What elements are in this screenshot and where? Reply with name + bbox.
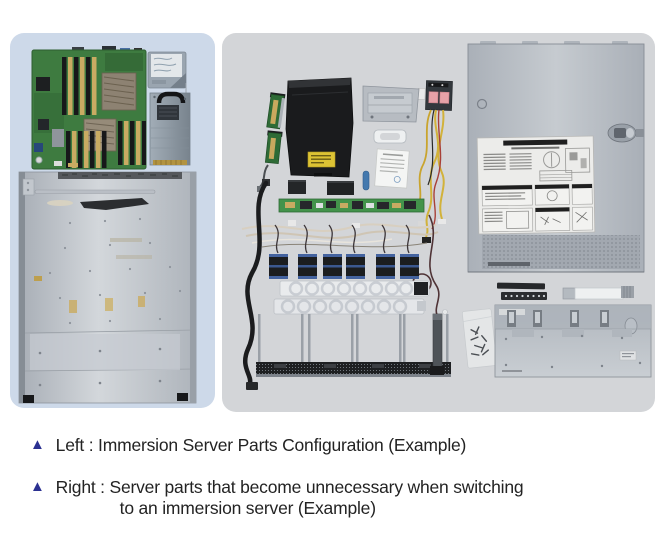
cover-latch <box>607 123 644 143</box>
latch-bracket <box>562 286 634 300</box>
caption-line: Left : Immersion Server Parts Configurat… <box>55 435 467 455</box>
triangle-bullet-icon: ▲ <box>30 478 45 495</box>
rail-strip-1 <box>496 282 546 290</box>
unnecessary-parts-image <box>241 41 652 390</box>
left-photo-panel <box>10 33 215 408</box>
drive-tray <box>306 314 356 377</box>
motherboard <box>31 46 147 170</box>
triangle-bullet-icon: ▲ <box>30 436 45 453</box>
black-power-cable <box>242 179 270 390</box>
fan-module <box>346 224 365 279</box>
instruction-paper <box>374 148 410 189</box>
cable-harness <box>241 220 439 248</box>
ssd <box>147 51 187 89</box>
handle-bracket <box>373 129 407 144</box>
riser-card-2 <box>264 130 283 165</box>
right-photo-panel <box>222 33 655 412</box>
fan-cage <box>273 280 430 315</box>
air-shroud <box>285 77 354 178</box>
caption-right: ▲ Right : Server parts that become unnec… <box>30 477 524 519</box>
fan-module <box>298 224 317 279</box>
rear-panel <box>494 304 652 378</box>
service-label <box>476 135 596 235</box>
caption-line: to an immersion server (Example) <box>119 498 376 518</box>
drive-trays <box>256 314 451 377</box>
mounting-bracket <box>362 85 420 123</box>
caption-left: ▲ Left : Immersion Server Parts Configur… <box>30 435 466 456</box>
drive-tray <box>354 314 404 377</box>
caption-line: Right : Server parts that become unneces… <box>55 477 524 497</box>
small-clip <box>442 309 448 315</box>
fan-module <box>400 224 419 279</box>
fan-module <box>323 224 342 279</box>
power-supply-unit <box>149 83 191 166</box>
caption-right-text: Right : Server parts that become unneces… <box>56 477 524 519</box>
foam-pad-1 <box>288 180 306 194</box>
drive-tray <box>256 314 306 377</box>
power-distribution-board <box>417 80 453 111</box>
cooling-fans <box>269 224 419 279</box>
foam-pad-2 <box>327 181 354 195</box>
yellow-cable-bundle <box>417 109 446 243</box>
fan-module <box>269 224 288 279</box>
fan-module <box>376 224 395 279</box>
immersion-server-parts-image <box>18 46 197 404</box>
screw-bag <box>461 308 498 369</box>
caption-left-text: Left : Immersion Server Parts Configurat… <box>56 435 467 456</box>
rail-strip-2 <box>501 292 547 300</box>
front-panel-board <box>278 198 425 213</box>
riser-card-1 <box>266 92 286 130</box>
server-chassis-tray <box>18 171 197 404</box>
blue-spacer <box>362 170 370 191</box>
support-bracket <box>430 313 444 375</box>
